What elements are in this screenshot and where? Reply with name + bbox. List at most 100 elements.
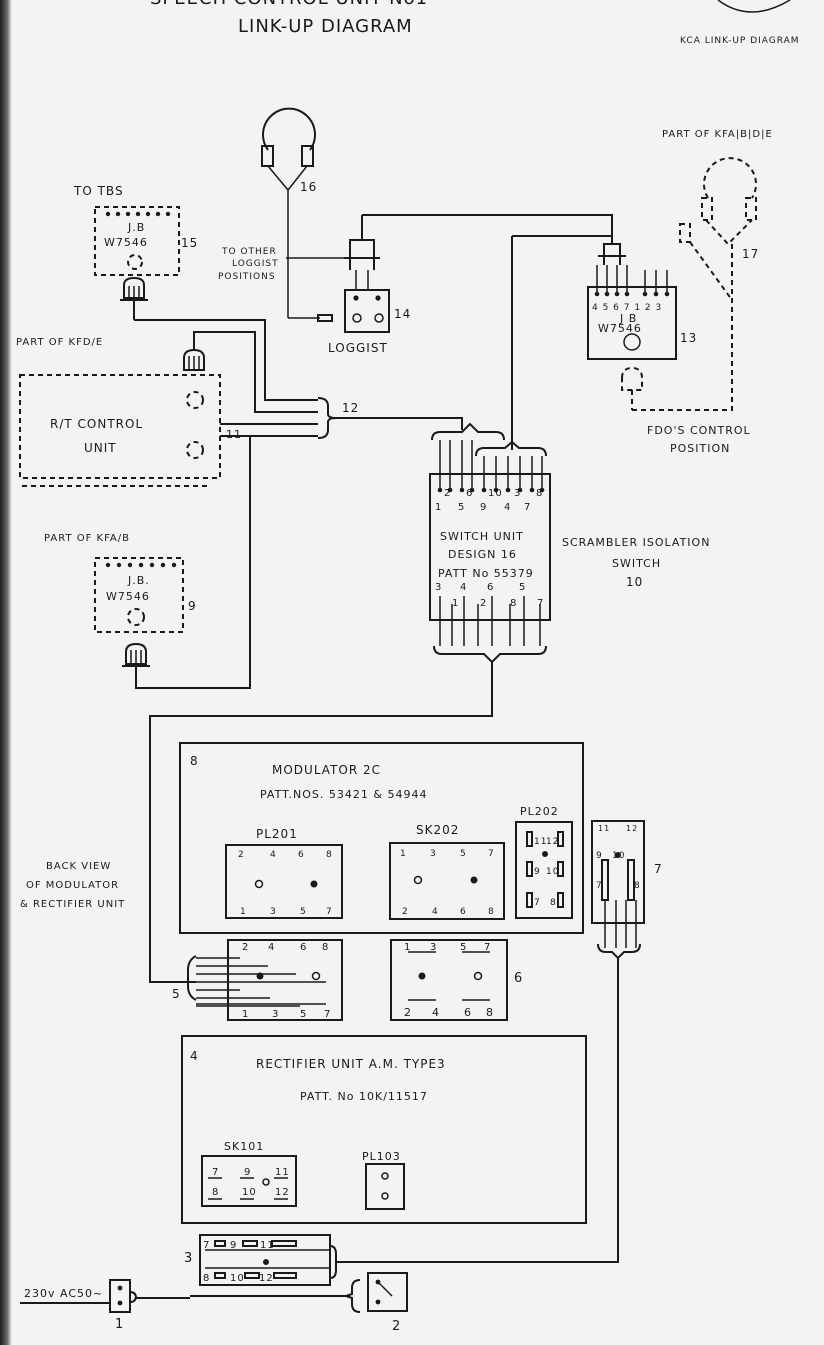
rectifier-title: RECTIFIER UNIT A.M. TYPE3	[256, 1057, 446, 1071]
loggist-jb-14	[344, 289, 390, 333]
label-1: 1	[115, 1317, 124, 1332]
plug6-pin-4: 4	[432, 1006, 440, 1019]
back-view-label-3: & RECTIFIER UNIT	[20, 899, 125, 910]
strip3-pin-12: 12	[259, 1273, 274, 1284]
label-17: 17	[742, 247, 759, 261]
sw-top-pin-6: 6	[466, 488, 473, 499]
jb-15-label: J.B	[127, 221, 145, 234]
pl202-plug	[515, 821, 573, 919]
switch-2-brace	[342, 1279, 361, 1313]
fdo-jb-13-pins: 4 5 6 7 1 2 3	[592, 303, 662, 313]
pl103-pin-a	[381, 1172, 389, 1180]
sw-top-pin-10: 10	[488, 488, 503, 499]
jb-9-number: W7546	[106, 590, 150, 603]
mains-out-brace	[129, 1291, 190, 1303]
connector-7-pins	[336, 852, 641, 1263]
rt-cable	[220, 423, 318, 437]
loggist-connector-14	[344, 214, 613, 290]
fdo-headset-17	[632, 157, 757, 411]
strip3-pin-10: 10	[230, 1273, 245, 1284]
supply-label: 230v AC50~	[24, 1287, 103, 1300]
label-12: 12	[342, 401, 359, 415]
pl201-plug	[225, 844, 343, 919]
loggist-positions-label-2: POSITIONS	[218, 272, 276, 282]
plug6-pin-8: 8	[486, 1006, 494, 1019]
fdo-jb-13-terminals	[594, 265, 670, 351]
label-5: 5	[172, 987, 181, 1001]
rt-control-unit-11	[19, 374, 221, 479]
connector-7	[591, 820, 645, 924]
pl202-pin-9: 9	[534, 867, 541, 877]
mains-switch-2	[367, 1272, 408, 1312]
plug5-pin-7: 7	[324, 1009, 331, 1020]
plug5-pin-5: 5	[300, 1009, 307, 1020]
pl202-pin-8: 8	[550, 898, 557, 908]
sw-bot-pin-7: 7	[537, 598, 544, 609]
scan-edge-shadow	[0, 0, 12, 1345]
sk202-pin-3: 3	[430, 849, 437, 859]
label-7: 7	[654, 862, 663, 876]
modulator-title: MODULATOR 2C	[272, 763, 381, 777]
part-kfd-label: PART OF KFD/E	[16, 337, 103, 348]
sk202-pin-2: 2	[402, 907, 409, 917]
sk202-pin-8: 8	[488, 907, 495, 917]
pl202-pin-12: 12	[546, 837, 559, 847]
jb-15-box	[94, 206, 180, 276]
pl202-label: PL202	[520, 805, 559, 818]
sk101-pin-12: 12	[275, 1187, 290, 1198]
label-14: 14	[394, 307, 411, 321]
sw-bot-pin-8: 8	[510, 598, 517, 609]
rectifier-patt: PATT. No 10K/11517	[300, 1090, 428, 1103]
conn7-pin-12: 12	[626, 824, 638, 833]
modulator-patt: PATT.NOS. 53421 & 54944	[260, 788, 427, 801]
jb-15-terminals	[105, 211, 171, 270]
rt-knob-1	[186, 391, 204, 409]
mains-pin-b	[117, 1300, 123, 1306]
pl201-pin-1: 1	[240, 907, 247, 917]
sw-top-pin-8: 8	[536, 488, 543, 499]
sk101-pin-7: 7	[212, 1167, 219, 1178]
sk202-pin-5: 5	[460, 849, 467, 859]
strip3-pin-9: 9	[230, 1240, 237, 1251]
strip3-pin-8: 8	[203, 1273, 210, 1284]
sk101-socket	[201, 1155, 297, 1207]
switch-unit-label-2: DESIGN 16	[448, 548, 517, 561]
fdo-jb-13-label: J B	[619, 312, 637, 325]
pl201-pin-2: 2	[238, 850, 245, 860]
scrambler-label-2: SWITCH	[612, 557, 661, 570]
sw-bot-pin-3: 3	[435, 582, 442, 593]
sk202-pins	[413, 875, 478, 885]
sk202-socket	[389, 842, 505, 920]
plug6-pin-2: 2	[404, 1006, 412, 1019]
fdo-jb-13-plug	[512, 235, 626, 265]
to-other-label: TO OTHER	[221, 247, 277, 257]
conn7-pin-11: 11	[598, 824, 610, 833]
sw-top-pin-4: 4	[504, 502, 511, 513]
headset-16	[261, 107, 333, 322]
plug-6-links	[408, 951, 490, 1001]
sw-bot-pin-5: 5	[519, 582, 526, 593]
title-line-2: LINK-UP DIAGRAM	[238, 16, 413, 37]
label-8: 8	[190, 754, 199, 768]
sk101-label: SK101	[224, 1140, 264, 1153]
label-4: 4	[190, 1049, 199, 1063]
label-16: 16	[300, 180, 317, 194]
title-line-1: SPEECH CONTROL UNIT No1	[150, 0, 428, 9]
sw-bot-pin-4: 4	[460, 582, 467, 593]
rt-knob-2	[186, 441, 204, 459]
terminal-strip-3-links	[205, 1240, 337, 1279]
sk101-pin-8: 8	[212, 1187, 219, 1198]
rt-control-label-1: R/T CONTROL	[50, 417, 143, 431]
cable-12	[336, 417, 463, 430]
pl103-plug	[365, 1163, 405, 1210]
switch-unit-label-3: PATT No 55379	[438, 567, 534, 580]
plug5-pin-2: 2	[242, 942, 249, 953]
corner-stamp	[717, 0, 791, 13]
plug5-pin-4: 4	[268, 942, 275, 953]
plug-5-wiring	[187, 955, 326, 1007]
sk202-label: SK202	[416, 823, 459, 837]
brace-12	[317, 397, 337, 439]
pl201-pin-4: 4	[270, 850, 277, 860]
